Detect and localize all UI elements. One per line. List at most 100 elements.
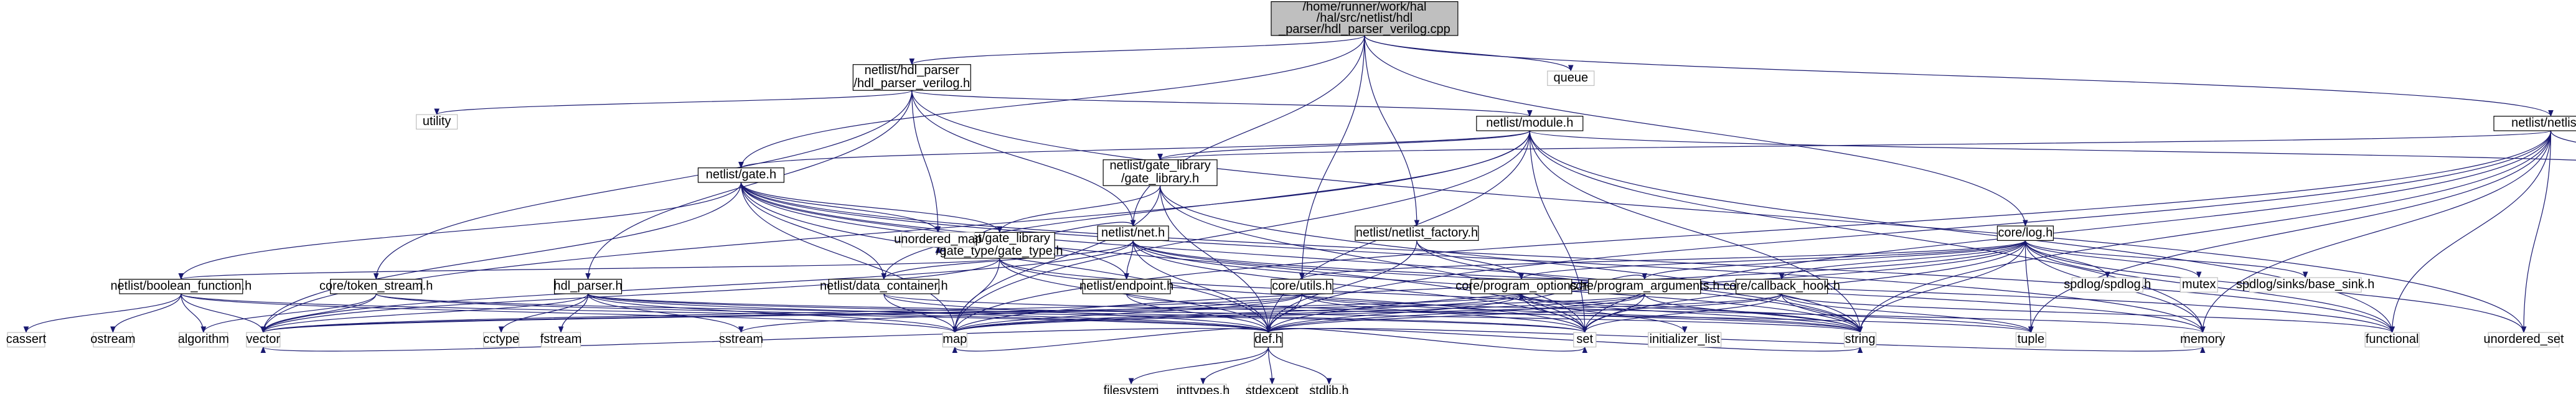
edge-gate-to-string [740, 182, 1863, 334]
edge-callback-to-map [952, 293, 1782, 334]
node-label: netlist/netlist.h [2511, 116, 2576, 130]
edge-progopt-to-tuple [1521, 293, 2034, 334]
edge-gate-to-boolfn [178, 182, 742, 280]
node-label: netlist/gate_library [1109, 159, 1210, 172]
node-endpoint[interactable]: netlist/endpoint.h [1079, 279, 1173, 294]
node-net[interactable]: netlist/net.h [1097, 225, 1169, 241]
node-def[interactable]: def.h [1254, 332, 1283, 348]
node-root[interactable]: /home/runner/work/hal/hal/src/netlist/hd… [1271, 0, 1459, 36]
edge-def-to-map [952, 327, 1269, 354]
node-box [901, 232, 975, 248]
edge-netlisth-to-typetraits [2550, 130, 2576, 143]
edge-netlisth-to-tuple [2028, 131, 2552, 334]
node-label: netlist/data_container.h [820, 279, 948, 293]
edge-tokstream-to-set [375, 293, 1587, 334]
edge-endpoint-to-def [1126, 293, 1271, 334]
node-label: algorithm [178, 332, 229, 346]
node-box [540, 332, 581, 348]
edge-def-to-vector [261, 327, 1269, 354]
node-datacont[interactable]: netlist/data_container.h [820, 279, 948, 294]
edge-progarg-to-def [1266, 293, 1645, 334]
edge-module-to-functional [1529, 131, 2395, 334]
node-label: core/utils.h [1272, 279, 1332, 293]
edge-hdlparser-to-string [587, 293, 1863, 334]
node-label: netlist/module.h [1486, 116, 1573, 130]
edge-progopt-to-string [1521, 293, 1863, 334]
edge-netlisth-to-string [1857, 131, 2552, 334]
edge-gate-to-set [740, 182, 1587, 334]
node-box [119, 279, 243, 294]
node-label: hdl_parser.h [554, 279, 623, 293]
node-stdexcept: stdexcept [1246, 383, 1299, 394]
node-box [416, 114, 458, 130]
edge-gatetype-to-string [999, 258, 1863, 334]
edge-log-to-utils [1299, 240, 2026, 280]
edge-progopt-to-map [952, 293, 1522, 334]
node-box [483, 332, 520, 348]
node-module[interactable]: netlist/module.h [1476, 116, 1584, 131]
node-label: _parser/hdl_parser_verilog.cpp [1278, 22, 1450, 36]
node-label: netlist/net.h [1101, 226, 1165, 240]
node-factory[interactable]: netlist/netlist_factory.h [1355, 225, 1479, 241]
node-label: functional [2366, 332, 2419, 346]
edge-hpv-to-utility [434, 90, 913, 116]
node-label: /gate_type/gate_type.h [936, 245, 1063, 258]
edge-tokstream-to-vector [260, 293, 377, 334]
node-hpv[interactable]: netlist/hdl_parser/hdl_parser_verilog.h [852, 63, 971, 91]
edge-netlisth-to-functional [2389, 131, 2552, 334]
node-boolfn[interactable]: netlist/boolean_function.h [110, 279, 251, 294]
edge-gate-to-memory [740, 182, 2206, 334]
node-tokstream[interactable]: core/token_stream.h [319, 279, 433, 294]
node-utils[interactable]: core/utils.h [1271, 279, 1333, 294]
edge-utils-to-set [1301, 293, 1587, 334]
node-box [93, 332, 133, 348]
node-box [1996, 225, 2054, 241]
edge-tokstream-to-algorithm [200, 293, 377, 334]
node-progarg[interactable]: core/program_arguments.h [1569, 279, 1719, 294]
edge-gate-to-unmap [740, 182, 941, 233]
node-box [1547, 70, 1595, 87]
node-label: cassert [6, 332, 47, 346]
edge-progarg-to-map [952, 293, 1645, 334]
edge-module-to-set [1529, 131, 1588, 334]
node-netlisth[interactable]: netlist/netlist.h [2493, 116, 2576, 131]
node-box [1082, 279, 1171, 294]
edge-netlisth-to-map [952, 131, 2552, 334]
edge-module-to-map [952, 131, 1530, 334]
node-label: mutex [2182, 278, 2216, 291]
node-log[interactable]: core/log.h [1996, 225, 2054, 241]
node-box [1248, 383, 1296, 394]
edge-def-to-inttypes [1200, 347, 1269, 385]
node-hdlparser[interactable]: hdl_parser.h [554, 279, 623, 294]
edge-root-to-hpv [909, 35, 1365, 65]
node-gatelib[interactable]: netlist/gate_library/gate_library.h [1102, 159, 1218, 186]
node-progopt[interactable]: core/program_options.h [1455, 279, 1587, 294]
edge-log-to-basesink [2024, 240, 2308, 279]
edge-gate-to-datacont [740, 182, 887, 280]
node-label: /hdl_parser_verilog.h [853, 77, 970, 90]
edge-callback-to-functional [1781, 293, 2395, 334]
edge-datacont-to-map [883, 293, 958, 334]
node-callback[interactable]: core/callback_hook.h [1723, 279, 1840, 294]
edge-gate-to-functional [740, 182, 2395, 334]
edge-module-to-typetraits [1529, 130, 2576, 161]
edge-gatelib-to-gatetype [997, 185, 1161, 233]
node-gate[interactable]: netlist/gate.h [697, 167, 784, 183]
node-box [1254, 332, 1283, 348]
edge-gatelib-to-string [1160, 185, 1863, 334]
edge-def-to-string [1267, 327, 1863, 354]
node-box [1588, 279, 1701, 294]
node-label: memory [2180, 332, 2225, 346]
node-label: sstream [719, 332, 763, 346]
node-label: def.h [1254, 332, 1282, 346]
node-label: core/token_stream.h [319, 279, 433, 293]
node-sstream: sstream [719, 332, 763, 348]
node-label: string [1845, 332, 1876, 346]
node-label: core/program_options.h [1455, 279, 1587, 293]
node-label: inttypes.h [1177, 384, 1230, 394]
edge-root-to-log [1364, 35, 2028, 227]
dependency-nodes: /home/runner/work/hal/hal/src/netlist/hd… [6, 0, 2576, 394]
node-box [1179, 383, 1227, 394]
edge-hdlparser-to-vector [260, 293, 589, 334]
node-label: stdexcept [1246, 384, 1299, 394]
